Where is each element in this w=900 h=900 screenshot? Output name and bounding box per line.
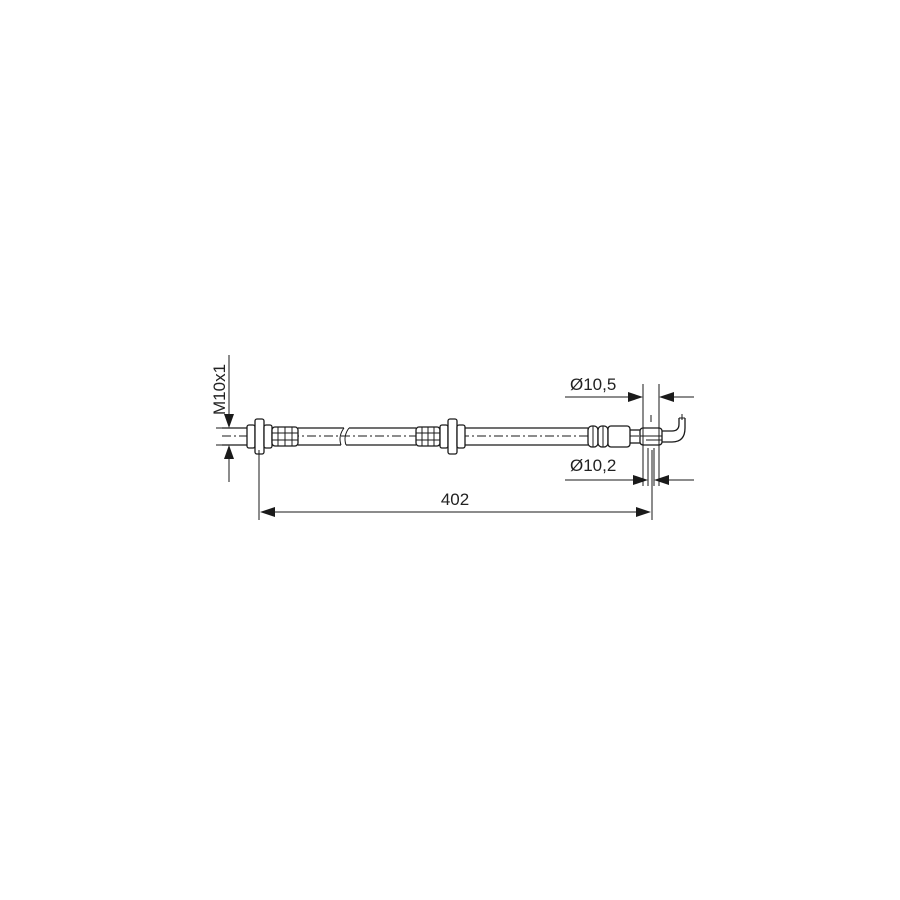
hose-segment-left [298,427,416,446]
thread-dimension: M10x1 [210,355,246,482]
diameter-bottom-label: Ø10,2 [570,456,616,475]
diameter-bottom-dimension: Ø10,2 [565,456,694,485]
middle-fitting [415,418,466,455]
diameter-top-dimension: Ø10,5 [565,375,694,402]
diameter-extension-lines [642,384,660,486]
thread-label: M10x1 [210,364,229,415]
right-fitting [587,414,686,448]
hose-segment-right [465,427,588,446]
left-fitting [246,418,299,455]
length-label: 402 [441,490,469,509]
diameter-top-label: Ø10,5 [570,375,616,394]
length-dimension: 402 [258,450,653,520]
